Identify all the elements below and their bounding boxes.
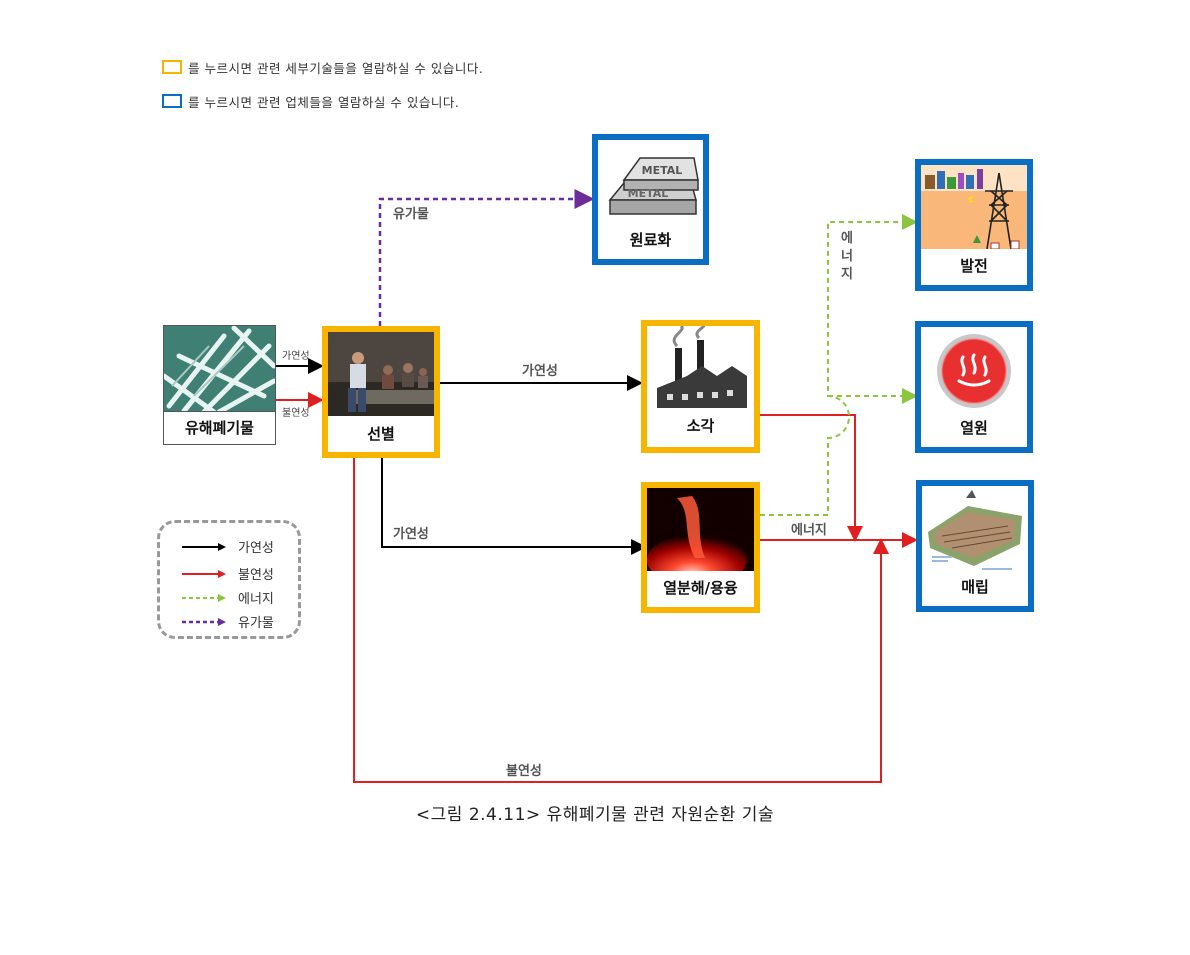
legend-label: 에너지 — [238, 592, 274, 607]
label-valuables: 유가물 — [393, 207, 429, 222]
arrow-combustible-pyrolysis — [381, 458, 647, 555]
legend-line-black — [182, 542, 226, 551]
label-energy-vertical: 에 너 지 — [840, 230, 854, 284]
legend-line-purple — [182, 617, 226, 626]
metal-text-top: METAL — [642, 164, 683, 177]
sorting-workers-icon — [328, 332, 434, 416]
legend-label: 유가물 — [238, 616, 274, 631]
node-label: 유해폐기물 — [164, 411, 275, 444]
arrow-legend: 가연성 불연성 에너지 유가물 — [157, 520, 301, 639]
label-energy-char: 에 — [841, 231, 853, 246]
node-landfill[interactable]: 매립 — [916, 480, 1034, 612]
node-sorting[interactable]: 선별 — [322, 326, 440, 458]
label-waste-noncombustible: 불연성 — [282, 408, 310, 419]
yellow-box-swatch — [162, 60, 182, 74]
arrow-energy-pyrolysis — [760, 214, 918, 516]
label-energy-char: 너 — [841, 249, 853, 264]
landfill-icon — [922, 486, 1028, 576]
figure-caption: <그림 2.4.11> 유해폐기물 관련 자원순환 기술 — [415, 805, 775, 825]
node-hazardous-waste[interactable]: 유해폐기물 — [163, 325, 276, 445]
node-label: 선별 — [328, 416, 434, 452]
label-noncombustible-bottom: 불연성 — [506, 764, 542, 779]
arrow-valuables — [378, 189, 595, 326]
label-combustible-2: 가연성 — [393, 527, 429, 542]
node-label: 매립 — [922, 570, 1028, 606]
arrow-incineration-landfill — [760, 414, 863, 542]
legend-item-energy: 에너지 — [182, 588, 274, 607]
instruction-yellow: 를 누르시면 관련 세부기술들을 열람하실 수 있습니다. — [162, 57, 483, 77]
instruction-blue: 를 누르시면 관련 업체들을 열람하실 수 있습니다. — [162, 91, 459, 111]
node-label: 열분해/용융 — [647, 571, 754, 607]
legend-item-noncombustible: 불연성 — [182, 564, 274, 583]
heat-icon — [937, 334, 1011, 408]
legend-label: 불연성 — [238, 568, 274, 583]
node-power-generation[interactable]: 발전 — [915, 159, 1033, 291]
molten-metal-icon — [647, 488, 754, 578]
node-label: 원료화 — [598, 224, 703, 259]
label-energy-horizontal: 에너지 — [791, 523, 827, 538]
node-incineration[interactable]: 소각 — [641, 320, 760, 453]
legend-line-red — [182, 569, 226, 578]
power-tower-icon — [921, 165, 1027, 255]
legend-item-combustible: 가연성 — [182, 537, 274, 556]
legend-line-green — [182, 593, 226, 602]
metal-text-bottom: METAL — [628, 187, 669, 200]
blue-box-swatch — [162, 94, 182, 108]
node-raw-material[interactable]: METAL METAL 원료화 — [592, 134, 709, 265]
node-label: 열원 — [921, 411, 1027, 447]
label-combustible-1: 가연성 — [522, 364, 558, 379]
node-label: 소각 — [647, 409, 754, 447]
label-waste-combustible: 가연성 — [282, 351, 310, 362]
arrow-noncombustible-bottom — [353, 458, 889, 783]
node-heat-source[interactable]: 열원 — [915, 321, 1033, 453]
instruction-yellow-text: 를 누르시면 관련 세부기술들을 열람하실 수 있습니다. — [188, 60, 484, 76]
label-energy-char: 지 — [841, 267, 853, 282]
factory-icon — [647, 326, 754, 418]
node-label: 발전 — [921, 249, 1027, 285]
legend-label: 가연성 — [238, 541, 274, 556]
metal-ingot-icon: METAL METAL — [608, 157, 699, 215]
fluorescent-tubes-icon — [164, 326, 275, 414]
legend-item-valuables: 유가물 — [182, 612, 274, 631]
instruction-blue-text: 를 누르시면 관련 업체들을 열람하실 수 있습니다. — [188, 94, 460, 110]
node-pyrolysis[interactable]: 열분해/용융 — [641, 482, 760, 613]
